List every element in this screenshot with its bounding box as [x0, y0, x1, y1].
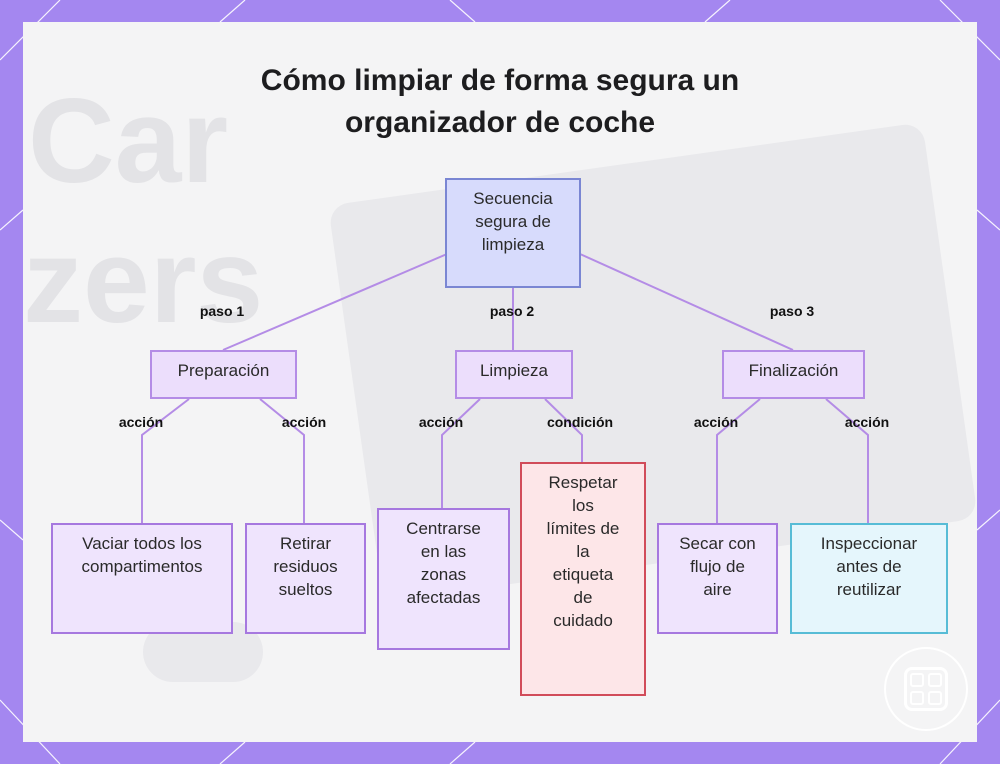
background-watermark: zers — [23, 214, 264, 348]
edge-label-accion-secar: acción — [693, 414, 739, 430]
edge-preparacion-vaciar — [141, 398, 190, 523]
background-watermark: Car — [28, 74, 229, 208]
node-inspeccionar: Inspeccionar antes de reutilizar — [790, 523, 948, 634]
node-centrarse: Centrarse en las zonas afectadas — [377, 508, 510, 650]
edge-label-paso-1: paso 1 — [199, 303, 245, 319]
edge-limpieza-respetar — [544, 398, 583, 462]
logo-grid-icon — [904, 667, 948, 711]
node-respetar: Respetar los límites de la etiqueta de c… — [520, 462, 646, 696]
node-finalizacion: Finalización — [722, 350, 865, 399]
node-secar: Secar con flujo de aire — [657, 523, 778, 634]
edge-label-paso-3: paso 3 — [769, 303, 815, 319]
edge-label-accion-vaciar: acción — [118, 414, 164, 430]
edge-label-accion-inspeccionar: acción — [844, 414, 890, 430]
edge-preparacion-retirar — [259, 398, 305, 523]
edge-finalizacion-inspeccionar — [825, 398, 869, 523]
edge-root-preparacion — [222, 253, 448, 351]
node-preparacion: Preparación — [150, 350, 297, 399]
edge-finalizacion-secar — [716, 398, 761, 523]
edge-limpieza-centrarse — [441, 398, 481, 508]
title-line-2: organizador de coche — [344, 106, 656, 139]
edge-label-condicion-respetar: condición — [546, 414, 614, 430]
node-root: Secuencia segura de limpieza — [445, 178, 581, 288]
edge-label-paso-2: paso 2 — [489, 303, 535, 319]
edge-root-finalizacion — [579, 253, 794, 351]
logo-icon — [884, 647, 968, 731]
node-vaciar: Vaciar todos los compartimentos — [51, 523, 233, 634]
title-line-1: Cómo limpiar de forma segura un — [260, 64, 740, 97]
diagram-title: Cómo limpiar de forma segura un organiza… — [200, 60, 800, 144]
edge-label-accion-centrarse: acción — [418, 414, 464, 430]
node-retirar: Retirar residuos sueltos — [245, 523, 366, 634]
node-limpieza: Limpieza — [455, 350, 573, 399]
edge-label-accion-retirar: acción — [281, 414, 327, 430]
